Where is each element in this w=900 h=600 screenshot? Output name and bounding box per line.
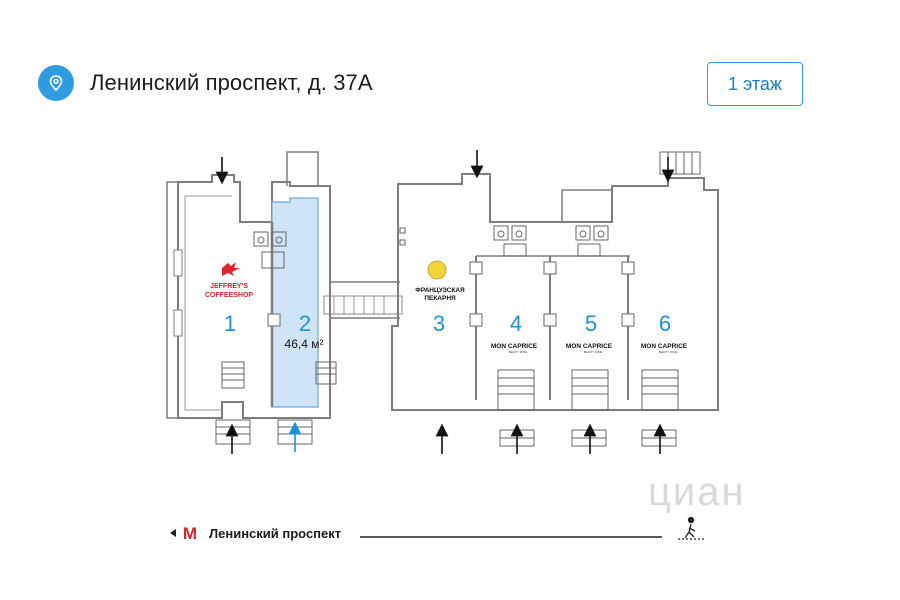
toilet-icon xyxy=(253,231,287,269)
unit-2-area-label: 46,4 м² xyxy=(285,337,324,351)
address-title: Ленинский проспект, д. 37А xyxy=(90,70,373,95)
unit-number-6[interactable]: 6 xyxy=(659,311,671,336)
brand-line: BEAUTY ZONE xyxy=(659,350,678,354)
brand-line: BEAUTY ZONE xyxy=(509,350,528,354)
brand-jeffreys: JEFFREY'S COFFEESHOP xyxy=(205,262,254,299)
unit-number-2[interactable]: 2 xyxy=(299,311,311,336)
brand-line: MON CAPRICE xyxy=(566,343,613,350)
floor-selector-button[interactable]: 1 этаж xyxy=(707,62,803,106)
metro-station-label: Ленинский проспект xyxy=(209,525,342,541)
brand-mon-caprice-4: MON CAPRICE BEAUTY ZONE xyxy=(491,343,538,354)
header: Ленинский проспект, д. 37А xyxy=(38,64,373,102)
entrance-arrow-icon xyxy=(215,150,675,454)
unit-number-5[interactable]: 5 xyxy=(585,311,597,336)
unit-number-3[interactable]: 3 xyxy=(433,311,445,336)
svg-text:М: М xyxy=(183,524,197,542)
brand-bakery: ФРАНЦУЗСКАЯ ПЕКАРНЯ xyxy=(415,260,465,302)
brand-line: COFFEESHOP xyxy=(205,292,254,299)
pedestrian-icon xyxy=(678,516,704,540)
metro-icon: М xyxy=(170,524,197,542)
brand-line: JEFFREY'S xyxy=(210,283,248,290)
brand-line: BEAUTY ZONE xyxy=(584,350,603,354)
brand-line: ПЕКАРНЯ xyxy=(424,295,456,302)
brand-line: ФРАНЦУЗСКАЯ xyxy=(415,287,465,294)
unit-2-area[interactable] xyxy=(271,197,319,408)
map-pin-icon xyxy=(38,65,74,101)
metro-station: М Ленинский проспект xyxy=(168,524,341,542)
brand-mon-caprice-6: MON CAPRICE BEAUTY ZONE xyxy=(641,343,688,354)
brand-line: MON CAPRICE xyxy=(641,343,688,350)
connector-corridor xyxy=(323,281,403,319)
watermark-logo: циан xyxy=(648,470,746,514)
brand-mon-caprice-5: MON CAPRICE BEAUTY ZONE xyxy=(566,343,613,354)
unit-number-4[interactable]: 4 xyxy=(510,311,522,336)
unit-number-1[interactable]: 1 xyxy=(224,311,236,336)
brand-line: MON CAPRICE xyxy=(491,343,538,350)
toilet-icon xyxy=(493,225,609,257)
left-building xyxy=(166,151,331,419)
